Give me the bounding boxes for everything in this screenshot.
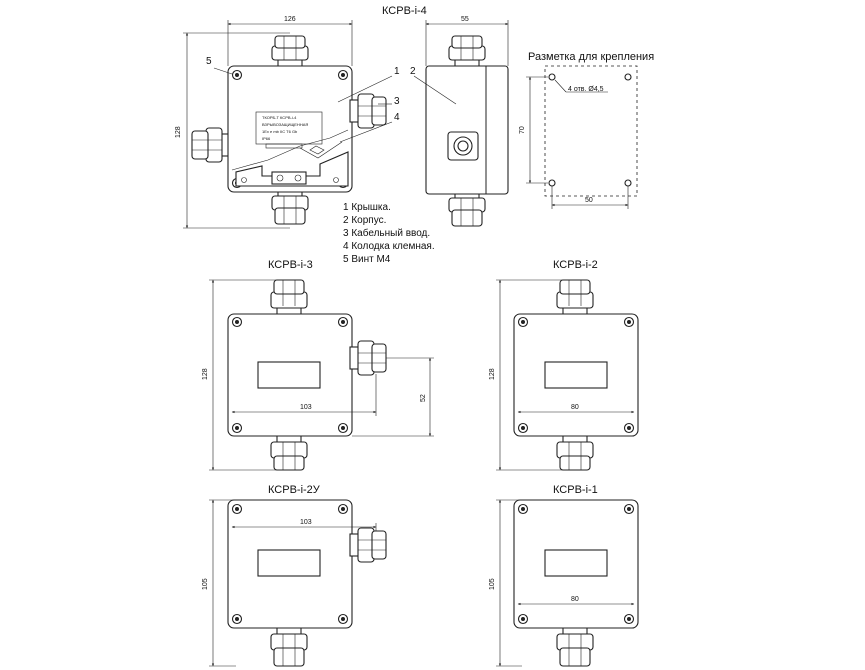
callout-2: 2 (410, 66, 416, 77)
nameplate: ТКОРБ-Т КСРВ-i-4 ВЗРЫВОЗАЩИЩЕННАЯ 1Ex e … (255, 111, 323, 149)
mounting-layout: Разметка для крепления 4 отв. Ø4,5 70 50 (519, 51, 654, 209)
ksrv-i-2-view: 128 80 (489, 279, 639, 471)
ksrv-i-3-view: 128 103 52 (202, 279, 434, 471)
callout-5: 5 (206, 56, 212, 67)
dim-ksrv4-depth: 55 (461, 16, 469, 23)
dim-ksrv1-height: 105 (489, 578, 496, 590)
terminal-block-cutaway (231, 129, 349, 187)
dim-ksrv2u-width: 103 (300, 519, 312, 526)
title-ksrv-i-4: КСРВ-i-4 (382, 5, 427, 17)
dim-ksrv3-height: 128 (202, 368, 209, 380)
legend-item-4: 4 Колодка клемная. (343, 241, 435, 252)
nameplate-line1: ТКОРБ-Т КСРВ-i-4 (262, 115, 297, 120)
dim-mount-width: 50 (585, 197, 593, 204)
callout-1: 1 (394, 66, 400, 77)
dim-ksrv3-width: 103 (300, 404, 312, 411)
ksrv-i-4-side-view: 55 2 (410, 16, 509, 227)
callout-4: 4 (394, 112, 400, 123)
dim-ksrv2u-height: 105 (202, 578, 209, 590)
legend-item-1: 1 Крышка. (343, 202, 391, 213)
nameplate-line2: ВЗРЫВОЗАЩИЩЕННАЯ (262, 122, 308, 127)
cable-gland-bottom (271, 187, 309, 225)
legend-item-2: 2 Корпус. (343, 215, 386, 226)
title-ksrv-i-1: КСРВ-i-1 (553, 484, 598, 496)
title-ksrv-i-2u: КСРВ-i-2У (268, 484, 321, 496)
parts-legend: 1 Крышка. 2 Корпус. 3 Кабельный ввод. 4 … (343, 202, 435, 265)
mounting-holes-label: 4 отв. Ø4,5 (568, 86, 604, 93)
cable-gland-top (271, 35, 309, 69)
nameplate-line4: IP66 (262, 136, 271, 141)
ksrv-i-4-front-view: 126 128 (175, 16, 400, 229)
ksrv-i-1-view: 105 80 (489, 499, 639, 667)
dim-ksrv4-height: 128 (175, 126, 182, 138)
title-ksrv-i-3: КСРВ-i-3 (268, 259, 313, 271)
ksrv4-enclosure (227, 65, 353, 193)
dim-mount-height: 70 (519, 126, 526, 134)
dim-ksrv4-width: 126 (284, 16, 296, 23)
legend-item-3: 3 Кабельный ввод. (343, 227, 430, 239)
dim-ksrv3-side: 52 (420, 394, 427, 402)
cable-gland-right (349, 93, 387, 129)
dim-ksrv1-width: 80 (571, 596, 579, 603)
callout-3: 3 (394, 96, 400, 107)
dim-ksrv2-height: 128 (489, 368, 496, 380)
nameplate-line3: 1Ex e mb IIC T6 Gb (262, 129, 298, 134)
cable-gland-left (191, 127, 231, 163)
dim-ksrv2-width: 80 (571, 404, 579, 411)
mounting-title: Разметка для крепления (528, 51, 654, 63)
ksrv4-side-enclosure (425, 65, 509, 195)
legend-item-5: 5 Винт М4 (343, 254, 391, 265)
ksrv-i-2u-view: 105 103 (202, 499, 387, 667)
title-ksrv-i-2: КСРВ-i-2 (553, 259, 598, 271)
